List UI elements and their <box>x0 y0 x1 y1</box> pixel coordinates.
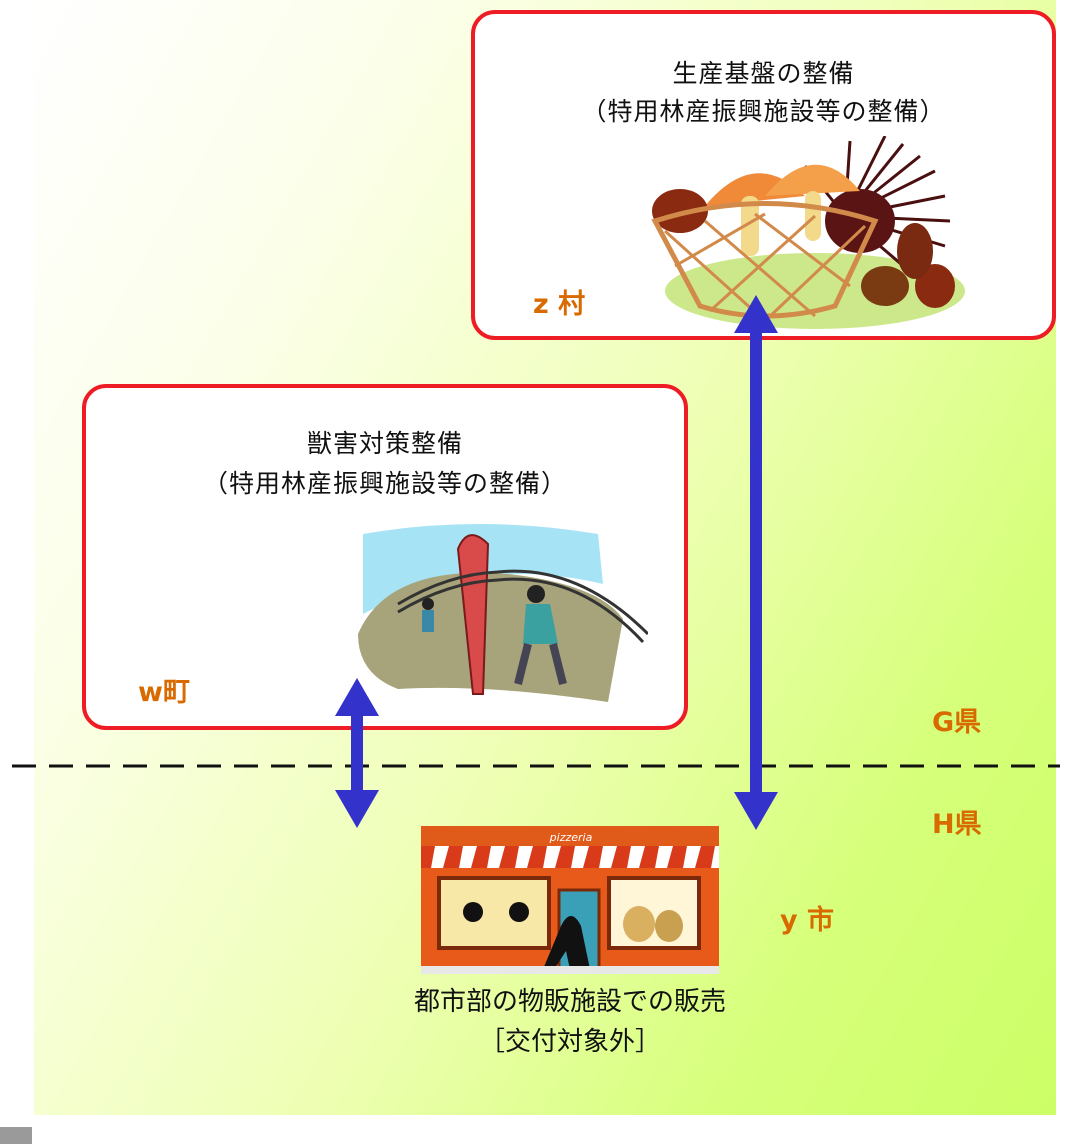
shop-caption-line1: 都市部の物販施設での販売 <box>413 987 726 1017</box>
w-box-title-line2: （特用林産振興施設等の整備） <box>202 469 567 498</box>
z-village-box: 生産基盤の整備 （特用林産振興施設等の整備） z 村 <box>471 10 1056 340</box>
w-box-title-line1: 獣害対策整備 <box>306 429 463 458</box>
fence-workers-icon <box>358 524 648 702</box>
prefecture-border-line <box>12 764 1060 768</box>
w-town-box: 獣害対策整備 （特用林産振興施設等の整備） w町 <box>82 384 688 730</box>
z-box-title-line2: （特用林産振興施設等の整備） <box>581 97 946 126</box>
storefront-icon: pizzeria <box>421 826 719 974</box>
corner-marker <box>0 1127 32 1144</box>
h-prefecture-label: H県 <box>932 809 982 840</box>
g-prefecture-label: G県 <box>932 707 982 738</box>
z-box-title-line1: 生産基盤の整備 <box>672 59 855 88</box>
y-city-label: y 市 <box>780 905 834 936</box>
shop-sign-text: pizzeria <box>549 831 593 844</box>
w-to-y-arrow <box>335 678 379 828</box>
w-town-label: w町 <box>138 677 190 708</box>
chestnut-basket-icon <box>651 136 965 329</box>
z-to-y-arrow <box>734 295 778 830</box>
shop-caption-line2: ［交付対象外］ <box>478 1027 661 1057</box>
z-village-label: z 村 <box>533 289 586 320</box>
